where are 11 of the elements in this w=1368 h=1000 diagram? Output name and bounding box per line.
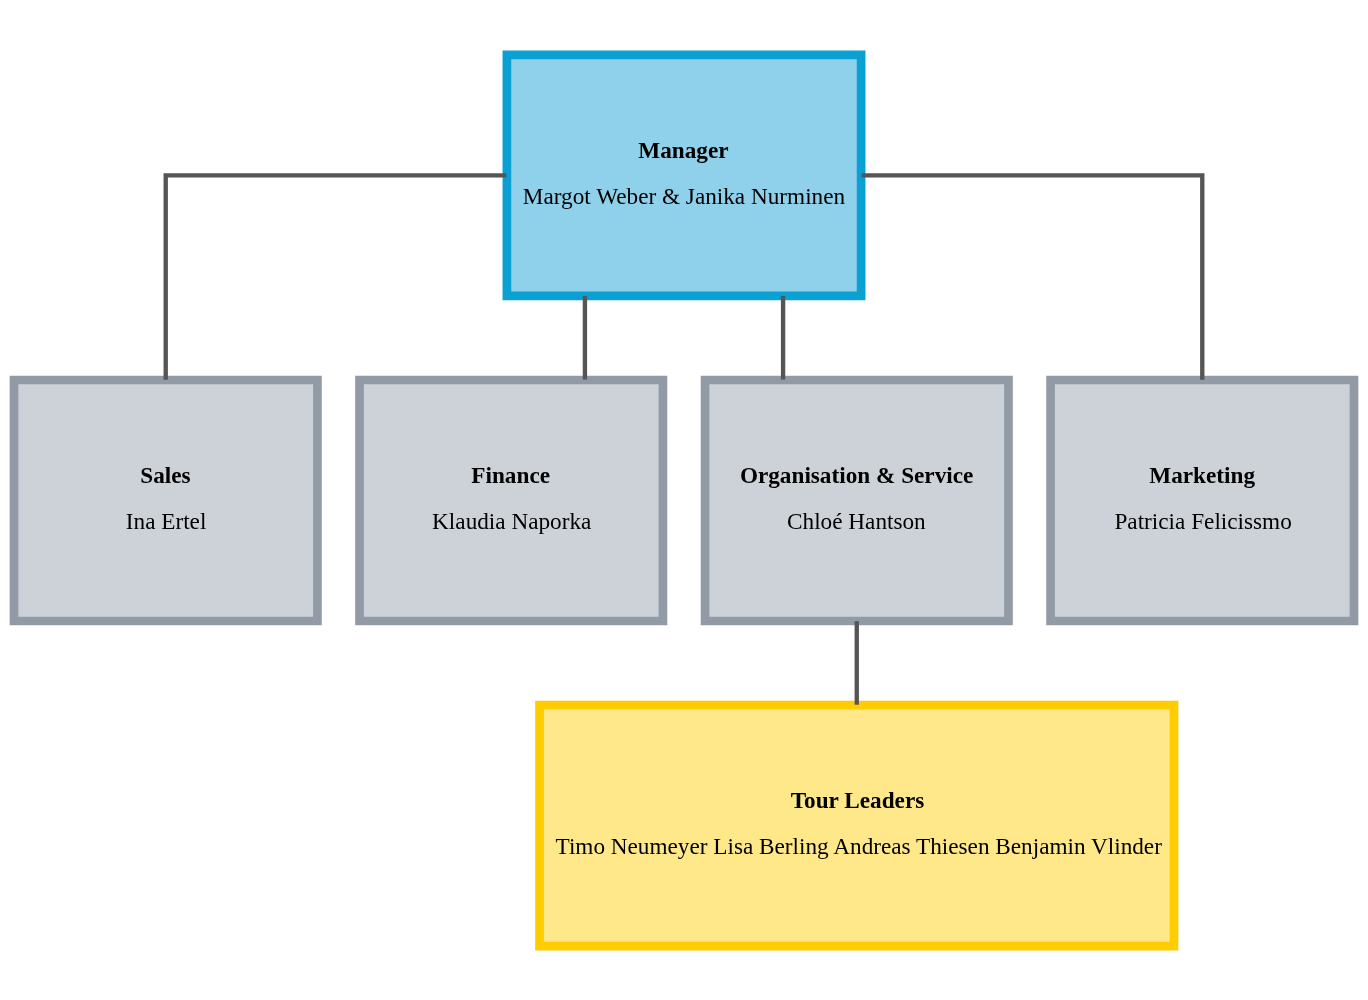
- connector: [780, 295, 786, 379]
- connector: [582, 295, 588, 379]
- connector: [854, 620, 859, 705]
- connector: [861, 172, 1205, 380]
- node-box: Manager Margot Weber & Janika Nurminen: [502, 49, 866, 300]
- node-box: Marketing Patricia Felicissmo: [1046, 375, 1359, 625]
- node-box: Finance Klaudia Naporka: [355, 375, 668, 625]
- node-box: Organisation & Service Chloé Hantson: [700, 375, 1013, 625]
- node-box: Tour Leaders Timo Neumeyer Lisa Berling Andreas Thiesen Benjamin Vlinder: [535, 700, 1179, 951]
- node-box: Sales Ina Ertel: [9, 375, 322, 625]
- connector: [163, 172, 507, 380]
